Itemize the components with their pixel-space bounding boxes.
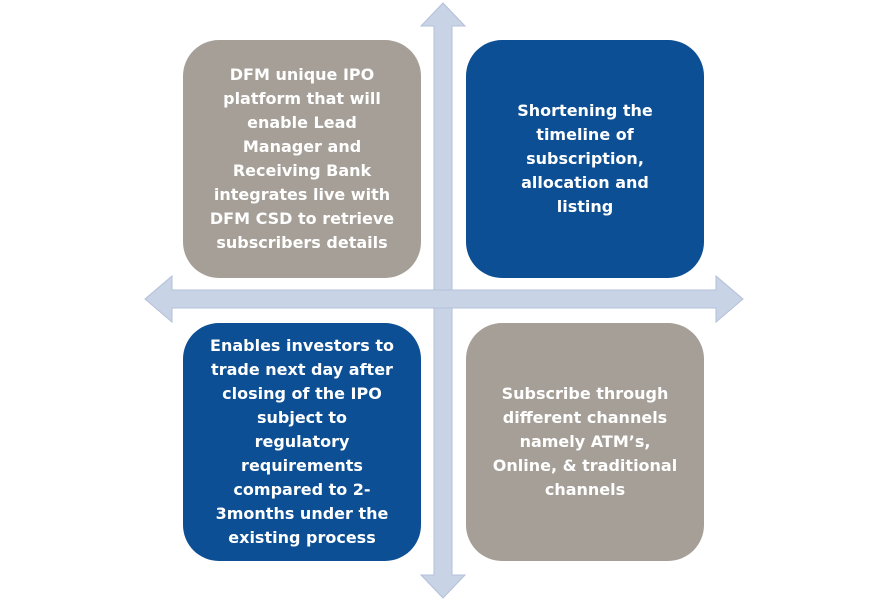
horizontal-axis-arrow [144,274,744,324]
quadrant-bottom-left-text: Enables investors to trade next day afte… [210,336,394,547]
quadrant-top-left: DFM unique IPO platform that will enable… [183,40,421,278]
quadrant-top-left-text: DFM unique IPO platform that will enable… [209,65,395,252]
quadrant-top-right-text: Shortening the timeline of subscription,… [517,101,653,216]
quadrant-top-right: Shortening the timeline of subscription,… [466,40,704,278]
quadrant-bottom-left: Enables investors to trade next day afte… [183,323,421,561]
quadrant-bottom-right: Subscribe through different channels nam… [466,323,704,561]
quadrant-bottom-right-text: Subscribe through different channels nam… [492,384,678,499]
